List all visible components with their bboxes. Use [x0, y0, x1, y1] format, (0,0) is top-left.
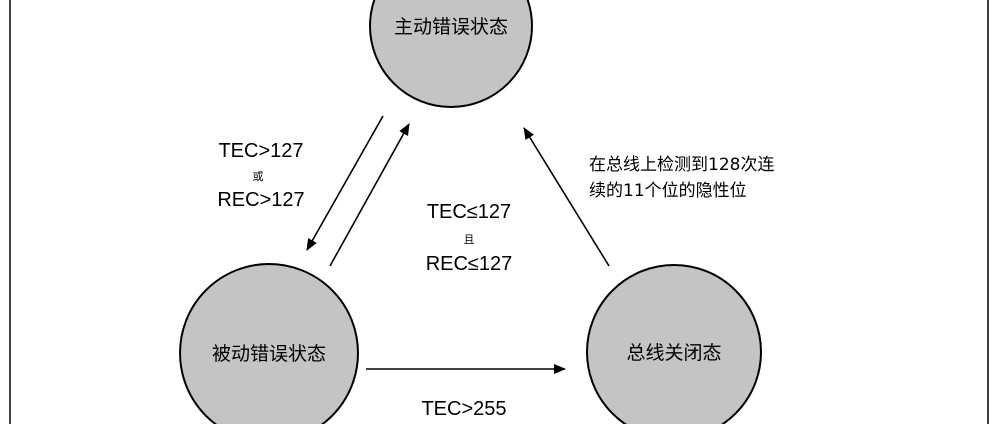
state-active-error: 主动错误状态 — [369, 0, 533, 108]
state-active-error-label: 主动错误状态 — [394, 16, 508, 38]
state-bus-off-label: 总线关闭态 — [626, 342, 721, 364]
arrow-passive-to-active — [329, 123, 410, 267]
cond-tec-le-127: TEC≤127 — [427, 201, 511, 223]
cond-recessive-bits-line1: 在总线上检测到128次连 — [589, 155, 774, 175]
cond-rec-le-127: REC≤127 — [426, 253, 513, 275]
state-bus-off-circle — [586, 264, 762, 424]
cond-passive-to-active: TEC≤127 且 REC≤127 — [426, 201, 513, 275]
state-bus-off: 总线关闭态 — [586, 264, 762, 424]
state-passive-error-circle — [179, 263, 359, 424]
cond-or-label: 或 — [253, 170, 264, 183]
state-active-error-circle — [369, 0, 533, 108]
cond-and-label: 且 — [464, 233, 475, 246]
cond-rec-gt-127: REC>127 — [217, 189, 304, 211]
cond-recessive-bits-line2: 续的11个位的隐性位 — [589, 181, 747, 201]
cond-tec-gt-255: TEC>255 — [421, 398, 506, 420]
cond-tec-gt-127: TEC>127 — [218, 140, 303, 162]
cond-busoff-to-active: 在总线上检测到128次连 续的11个位的隐性位 — [589, 155, 774, 201]
state-passive-error: 被动错误状态 — [179, 263, 359, 424]
state-passive-error-label: 被动错误状态 — [212, 343, 326, 365]
arrow-busoff-to-active — [523, 127, 610, 267]
cond-active-to-passive: TEC>127 或 REC>127 — [217, 140, 304, 211]
arrow-active-to-passive — [306, 115, 384, 251]
